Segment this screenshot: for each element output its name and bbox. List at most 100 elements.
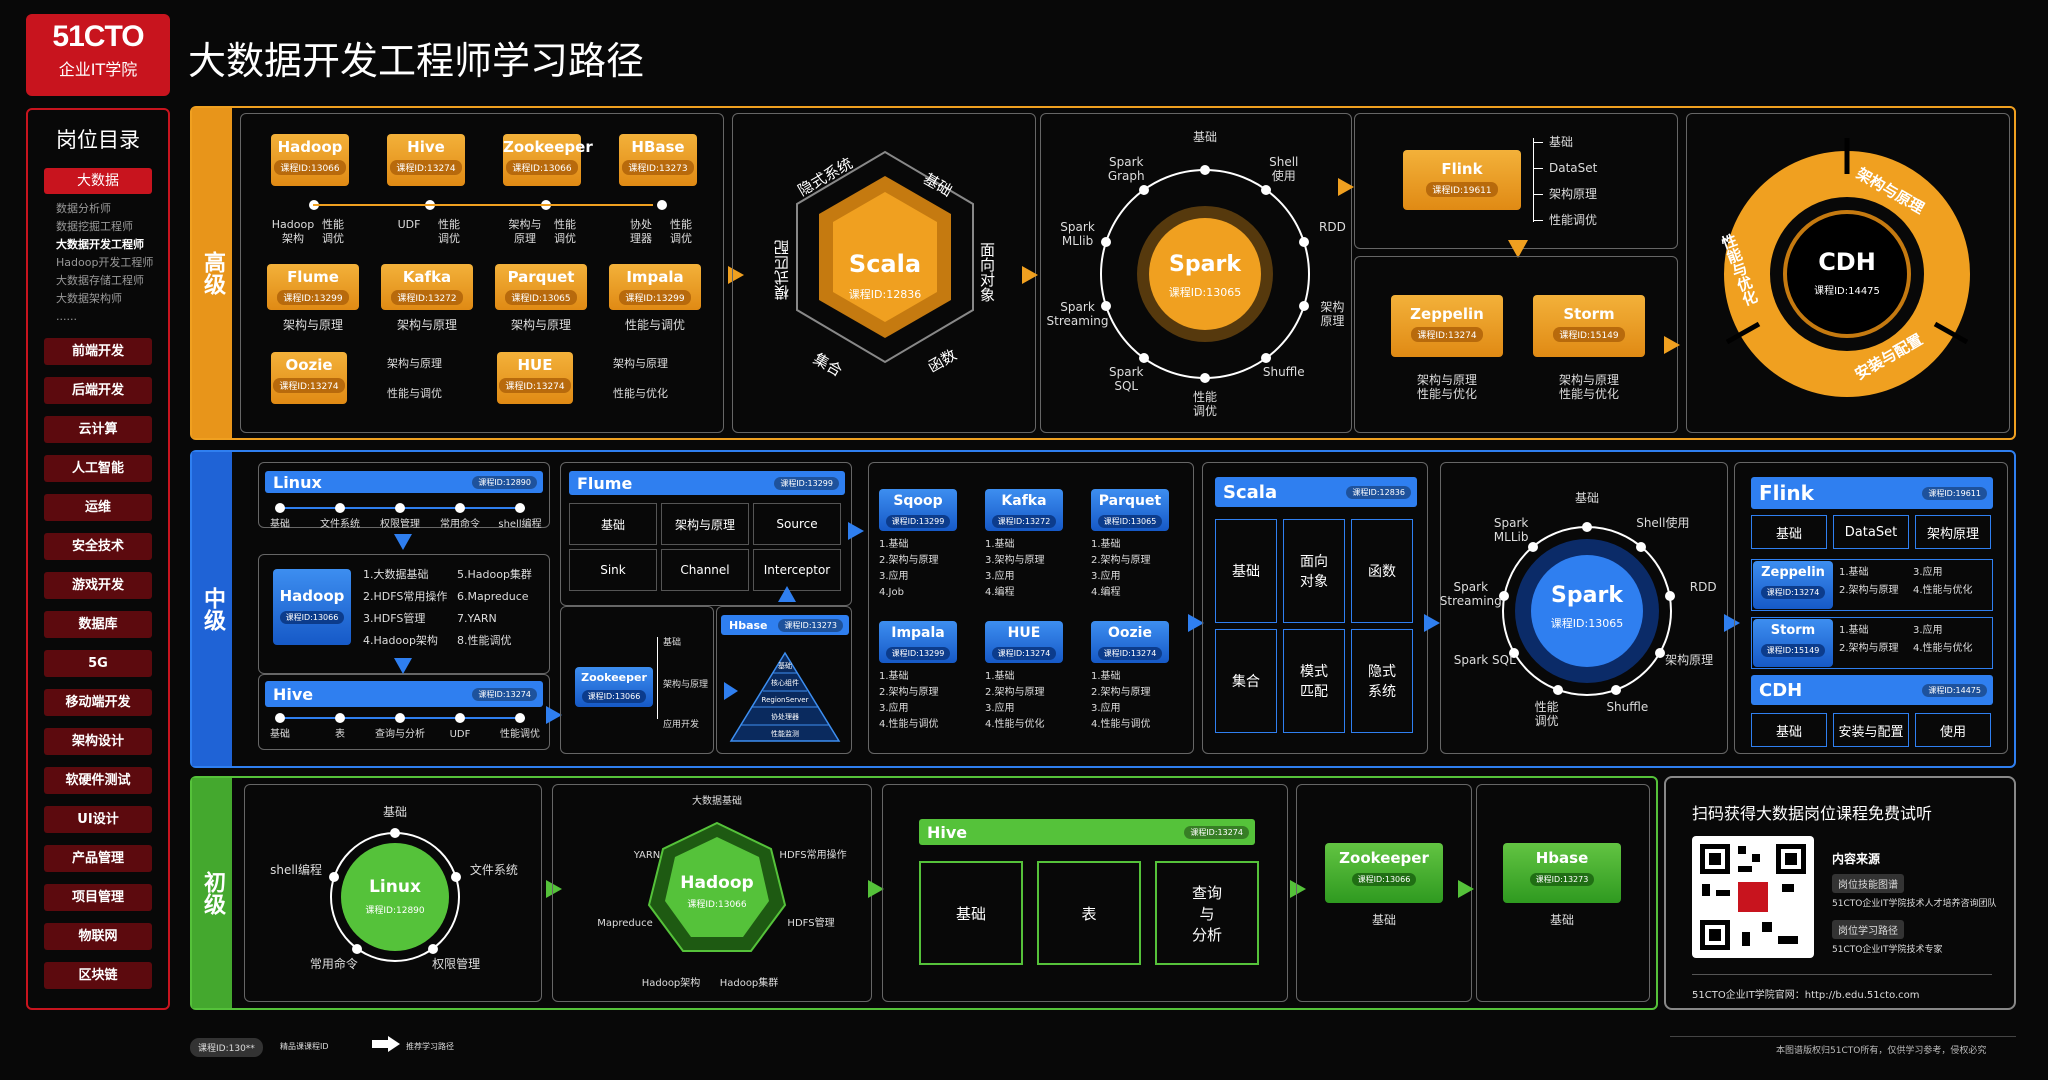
sidebar-item[interactable]: 架构设计 xyxy=(44,728,152,755)
sidebar-subitem[interactable]: 数据分析师 xyxy=(56,202,111,215)
site-url[interactable]: 51CTO企业IT学院官网：http://b.edu.51cto.com xyxy=(1692,990,1920,1001)
flume-cell[interactable]: 架构与原理 xyxy=(661,503,749,545)
sidebar-item[interactable]: 数据库 xyxy=(44,611,152,638)
course-storm[interactable]: Storm 课程ID:15149 xyxy=(1533,295,1645,357)
sidebar-item[interactable]: 游戏开发 xyxy=(44,572,152,599)
flink-cell[interactable]: 基础 xyxy=(1751,515,1827,549)
level-label-beginner: 初级 xyxy=(192,778,232,1008)
course-hue[interactable]: HUE 课程ID:13274 xyxy=(497,352,573,404)
course-zeppelin[interactable]: Zeppelin 课程ID:13274 xyxy=(1391,295,1503,357)
logo[interactable]: 51CTO 企业IT学院 xyxy=(26,14,170,96)
sidebar-item-bigdata[interactable]: 大数据 xyxy=(44,168,152,194)
scala-cell[interactable]: 基础 xyxy=(1215,519,1277,623)
path-arrow-down xyxy=(1508,240,1528,258)
course-zeppelin[interactable]: Zeppelin 课程ID:13274 xyxy=(1753,561,1833,609)
course-zookeeper[interactable]: Zookeeper 课程ID:13066 xyxy=(575,667,653,707)
course-topic: 架构与原理 xyxy=(510,318,571,332)
course-flink[interactable]: Flink 课程ID:19611 xyxy=(1403,150,1521,210)
cdh-cell[interactable]: 安装与配置 xyxy=(1833,713,1909,747)
flume-cell[interactable]: Channel xyxy=(661,549,749,591)
course-zookeeper[interactable]: Zookeeper 课程ID:13066 xyxy=(1325,843,1443,903)
sidebar-item[interactable]: 后端开发 xyxy=(44,377,152,404)
course-hbase[interactable]: Hbase 课程ID:13273 xyxy=(1503,843,1621,903)
flume-cell[interactable]: 基础 xyxy=(569,503,657,545)
sidebar-item[interactable]: 前端开发 xyxy=(44,338,152,365)
scala-cell[interactable]: 隐式 系统 xyxy=(1351,629,1413,733)
spark-ring xyxy=(1100,169,1310,379)
hive-cell[interactable]: 查询 与 分析 xyxy=(1155,861,1259,965)
scala-cell[interactable]: 模式 匹配 xyxy=(1283,629,1345,733)
scala-cell[interactable]: 集合 xyxy=(1215,629,1277,733)
sidebar-subitem[interactable]: 数据挖掘工程师 xyxy=(56,220,133,233)
sidebar-item[interactable]: 软硬件测试 xyxy=(44,767,152,794)
sidebar-item[interactable]: 云计算 xyxy=(44,416,152,443)
course-id: 课程ID:13273 xyxy=(622,160,694,175)
zeppelin-topic: 4.性能与优化 xyxy=(1913,585,1973,596)
zeppelin-topics: 架构与原理 性能与优化 xyxy=(1416,373,1477,401)
sidebar-item[interactable]: 项目管理 xyxy=(44,884,152,911)
advanced-zeppelin-storm-panel: Zeppelin 课程ID:13274 架构与原理 性能与优化 Storm 课程… xyxy=(1354,256,1678,433)
spark-node-dot xyxy=(1610,684,1621,695)
flume-cell[interactable]: Source xyxy=(753,503,841,545)
sidebar-subitem[interactable]: 大数据架构师 xyxy=(56,292,122,305)
sidebar-item[interactable]: 5G xyxy=(44,650,152,677)
scala-cell[interactable]: 面向 对象 xyxy=(1283,519,1345,623)
sidebar-item[interactable]: 运维 xyxy=(44,494,152,521)
flume-cell[interactable]: Interceptor xyxy=(753,549,841,591)
sidebar-item[interactable]: 产品管理 xyxy=(44,845,152,872)
sidebar-subitem[interactable]: 大数据存储工程师 xyxy=(56,274,144,287)
sidebar-subitem-active[interactable]: 大数据开发工程师 xyxy=(56,238,144,251)
course-oozie[interactable]: Oozie 课程ID:13274 xyxy=(271,352,347,404)
sidebar-subitem[interactable]: Hadoop开发工程师 xyxy=(56,256,154,269)
flume-cell[interactable]: Sink xyxy=(569,549,657,591)
path-arrow xyxy=(1338,178,1354,196)
cdh-cell[interactable]: 基础 xyxy=(1751,713,1827,747)
sidebar-item[interactable]: 区块链 xyxy=(44,962,152,989)
timeline-dot xyxy=(455,713,465,723)
sidebar-item[interactable]: 物联网 xyxy=(44,923,152,950)
hadoop-heptagon xyxy=(647,821,787,952)
cdh-cell[interactable]: 使用 xyxy=(1915,713,1991,747)
spark-node-label: Spark MLLib xyxy=(1493,516,1529,545)
course-storm[interactable]: Storm 课程ID:15149 xyxy=(1753,619,1833,667)
legend-badge-text: 精品课课程ID xyxy=(280,1042,329,1051)
sidebar-item[interactable]: 安全技术 xyxy=(44,533,152,560)
sidebar-item[interactable]: UI设计 xyxy=(44,806,152,833)
timeline-dot xyxy=(455,503,465,513)
qr-code[interactable] xyxy=(1692,836,1814,958)
sidebar-item[interactable]: 人工智能 xyxy=(44,455,152,482)
spark-node-dot xyxy=(1261,353,1272,364)
spark-node-label: 架构 原理 xyxy=(1320,300,1345,329)
hive-cell[interactable]: 基础 xyxy=(919,861,1023,965)
timeline-label: UDF xyxy=(397,218,421,231)
flink-cell[interactable]: DataSet xyxy=(1833,515,1909,549)
course-name: Hive xyxy=(407,138,445,156)
sidebar-item[interactable]: 移动端开发 xyxy=(44,689,152,716)
flink-cell[interactable]: 架构原理 xyxy=(1915,515,1991,549)
course-hadoop[interactable]: Hadoop 课程ID:13066 xyxy=(273,569,351,645)
scala-cell[interactable]: 函数 xyxy=(1351,519,1413,623)
hive-cell[interactable]: 表 xyxy=(1037,861,1141,965)
